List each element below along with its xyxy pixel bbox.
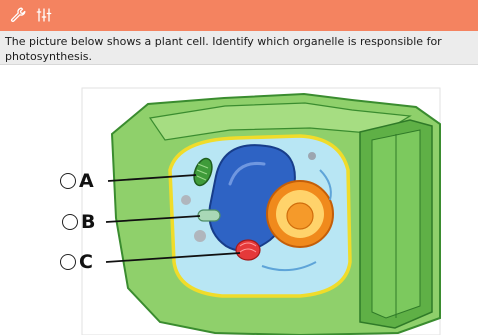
wrench-icon[interactable] bbox=[9, 6, 27, 24]
option-c-radio[interactable] bbox=[60, 254, 76, 270]
vesicle bbox=[181, 195, 191, 205]
settings-sliders-icon[interactable] bbox=[35, 6, 53, 24]
question-text: The picture below shows a plant cell. Id… bbox=[5, 34, 473, 64]
plant-cell-illustration bbox=[0, 65, 478, 335]
vesicle bbox=[194, 230, 206, 242]
option-c[interactable]: C bbox=[60, 250, 93, 274]
option-a[interactable]: A bbox=[60, 169, 94, 193]
question-panel: The picture below shows a plant cell. Id… bbox=[0, 31, 478, 65]
option-a-label: A bbox=[79, 171, 94, 191]
option-c-label: C bbox=[79, 252, 93, 272]
option-b-radio[interactable] bbox=[62, 214, 78, 230]
vesicle bbox=[308, 152, 316, 160]
option-b[interactable]: B bbox=[62, 210, 95, 234]
option-b-label: B bbox=[81, 212, 95, 232]
option-a-radio[interactable] bbox=[60, 173, 76, 189]
mitochondrion bbox=[198, 210, 220, 221]
nucleolus bbox=[287, 203, 313, 229]
top-toolbar bbox=[0, 0, 478, 31]
